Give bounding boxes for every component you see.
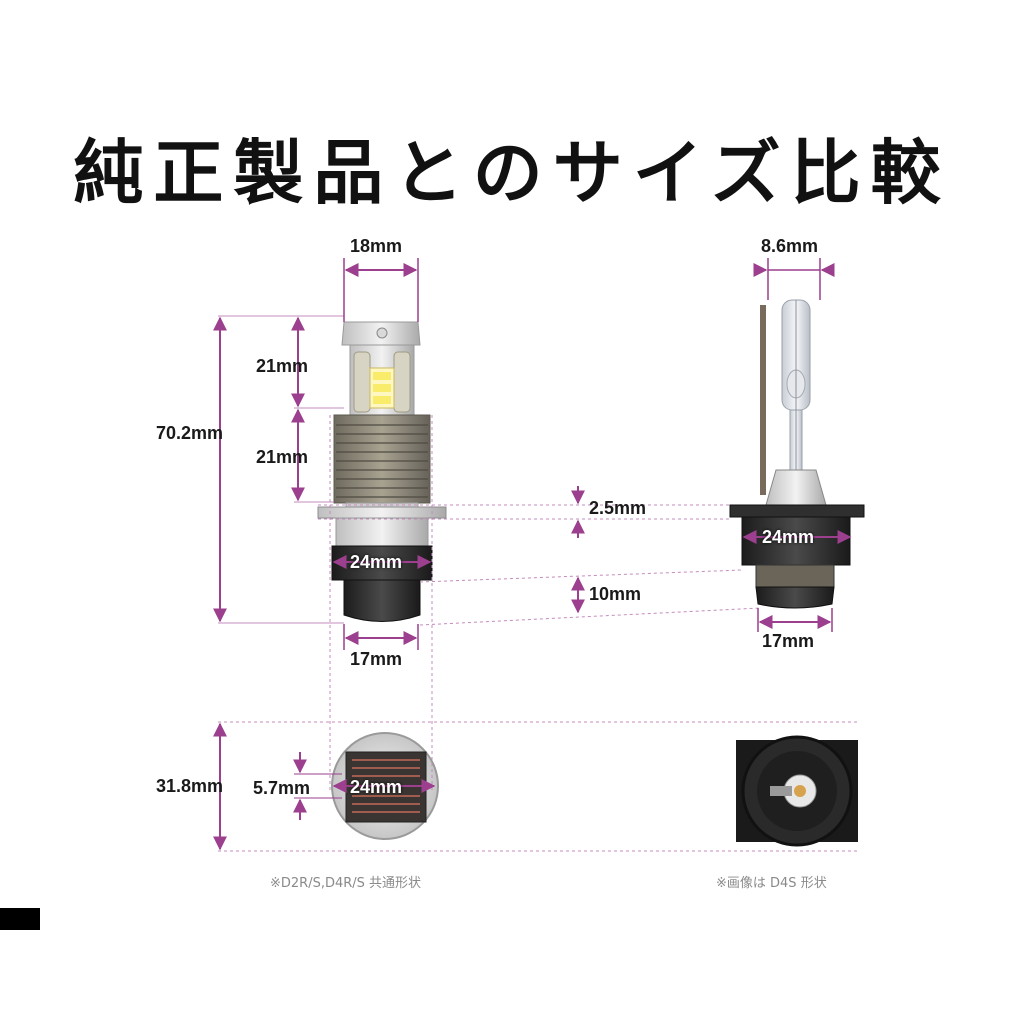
dim-led-top-width: 18mm: [350, 236, 403, 256]
dim-base-depth: 10mm: [589, 584, 642, 604]
hid-bulb-side-view: [729, 299, 865, 609]
guide-lines: [218, 415, 860, 852]
corner-black-block: [0, 908, 40, 930]
dim-hid-glass-width: 8.6mm: [761, 236, 819, 256]
dim-rear-inner-height: 5.7mm: [253, 778, 311, 798]
dim-hid-base-width: 24mm: [762, 527, 815, 547]
note-left: ※D2R/S,D4R/S 共通形状: [270, 876, 422, 891]
dim-led-upper-height: 21mm: [256, 356, 309, 376]
dim-hid-bottom-width: 17mm: [762, 631, 815, 651]
dim-rear-width: 24mm: [350, 777, 403, 797]
dimension-arrows: [213, 258, 852, 851]
hid-bulb-rear-view: [736, 735, 858, 847]
dim-led-lower-height: 21mm: [256, 447, 309, 467]
dim-flange-thickness: 2.5mm: [589, 498, 647, 518]
note-right: ※画像は D4S 形状: [716, 876, 827, 891]
dim-led-base-width: 24mm: [350, 552, 403, 572]
dim-led-total-height: 70.2mm: [156, 423, 224, 443]
led-bulb-side-view: [317, 321, 447, 622]
dim-rear-total-height: 31.8mm: [156, 776, 224, 796]
page-title: 純正製品とのサイズ比較: [73, 132, 951, 214]
dim-led-bottom-width: 17mm: [350, 649, 403, 669]
